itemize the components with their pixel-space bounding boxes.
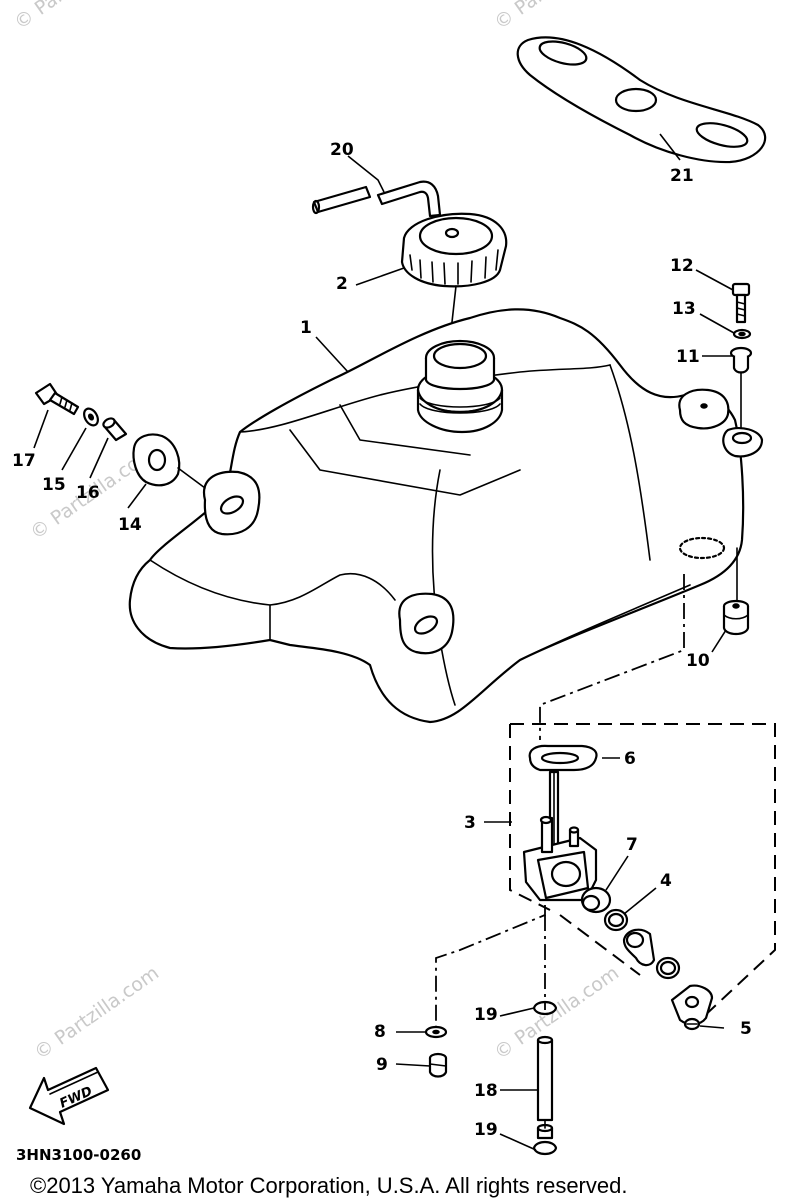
fwd-arrow-icon: FWD: [28, 1066, 110, 1126]
part-6-gasket[interactable]: [528, 744, 598, 772]
petcock-o-ring-2[interactable]: [655, 956, 681, 980]
part-19-clip-lower[interactable]: [532, 1140, 558, 1156]
part-3-fuel-cock[interactable]: [522, 770, 598, 902]
damper-alignment-line: [177, 467, 206, 489]
callout-16: 16: [76, 483, 100, 503]
callout-8: 8: [374, 1022, 386, 1042]
part-5-screw[interactable]: [683, 1017, 701, 1031]
watermark-3: © Partzilla.com: [30, 962, 163, 1064]
callout-19-lower: 19: [474, 1120, 498, 1140]
callout-14: 14: [118, 515, 142, 535]
part-16-collar[interactable]: [102, 417, 128, 442]
petcock-lever[interactable]: [622, 928, 656, 967]
callout-labels: 20 21 2 1 12 13 11 17 15 16 14 10 6 3 7 …: [12, 140, 752, 1140]
callout-2: 2: [336, 274, 348, 294]
leader-lines: [33, 133, 735, 1151]
callout-10: 10: [686, 651, 710, 671]
callout-11: 11: [676, 347, 700, 367]
part-13-washer[interactable]: [732, 328, 752, 340]
fuel-hose-lower-end[interactable]: [536, 1123, 554, 1140]
callout-3: 3: [464, 813, 476, 833]
callout-7: 7: [626, 835, 638, 855]
callout-1: 1: [300, 318, 312, 338]
petcock-to-washer-line: [435, 905, 546, 1030]
part-18-fuel-hose[interactable]: [536, 1035, 554, 1122]
part-15-washer[interactable]: [81, 406, 100, 428]
watermark-5: © Partzilla.com: [10, 0, 143, 34]
callout-20: 20: [330, 140, 354, 160]
part-20-breather-hose[interactable]: [311, 180, 442, 218]
copyright-notice: ©2013 Yamaha Motor Corporation, U.S.A. A…: [30, 1173, 627, 1198]
callout-19-upper: 19: [474, 1005, 498, 1025]
callout-4: 4: [660, 871, 672, 891]
diagram-code: 3HN3100-0260: [16, 1146, 141, 1164]
callout-5: 5: [740, 1019, 752, 1039]
part-12-bolt[interactable]: [731, 282, 751, 324]
part-10-grommet[interactable]: [722, 599, 750, 636]
callout-6: 6: [624, 749, 636, 769]
part-17-bolt[interactable]: [34, 382, 80, 416]
callout-13: 13: [672, 299, 696, 319]
part-21-plate[interactable]: [516, 36, 767, 164]
part-14-damper[interactable]: [132, 433, 181, 487]
part-7-seal[interactable]: [580, 886, 612, 914]
part-9-drain-screw[interactable]: [428, 1052, 448, 1078]
part-11-collar[interactable]: [729, 346, 753, 374]
tank-to-petcock-line: [539, 574, 685, 740]
callout-15: 15: [42, 475, 66, 495]
callout-12: 12: [670, 256, 694, 276]
part-19-clip-upper[interactable]: [532, 1000, 558, 1016]
part-4-o-ring[interactable]: [603, 908, 629, 932]
watermark-6: © Partzilla.com: [490, 0, 623, 34]
part-2-fuel-cap[interactable]: [400, 212, 508, 288]
callout-9: 9: [376, 1055, 388, 1075]
part-8-washer[interactable]: [424, 1025, 448, 1039]
callout-21: 21: [670, 166, 694, 186]
callout-17: 17: [12, 451, 36, 471]
part-1-fuel-tank[interactable]: [128, 308, 764, 724]
callout-18: 18: [474, 1081, 498, 1101]
